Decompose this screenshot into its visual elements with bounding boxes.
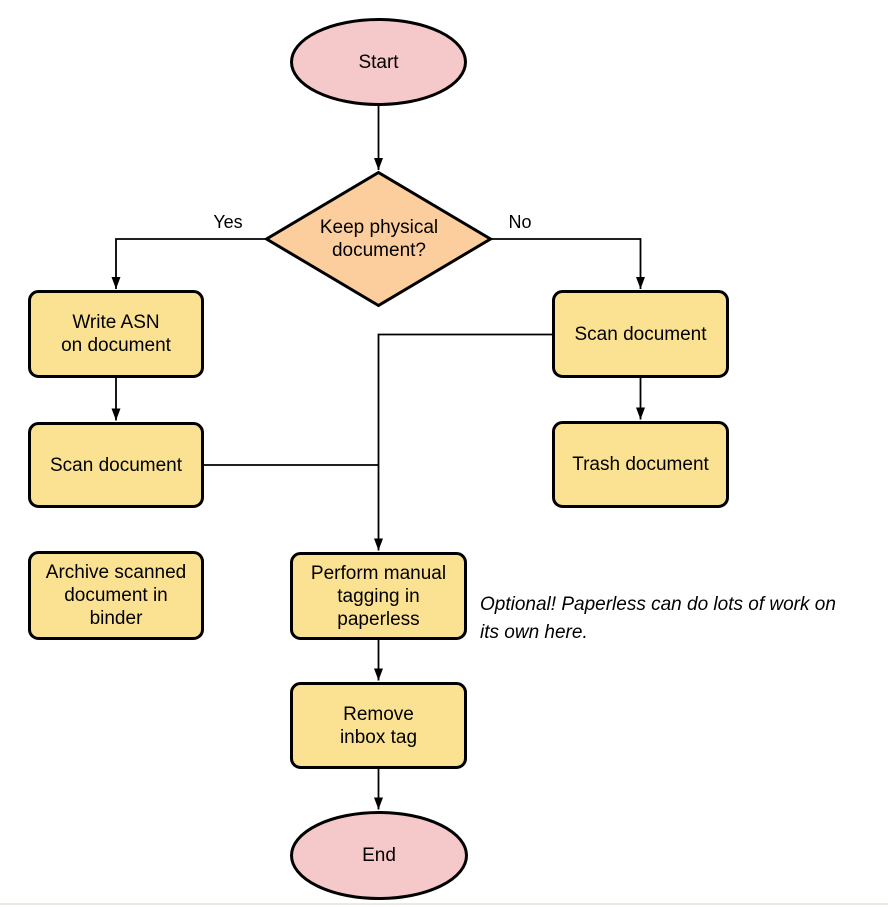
write-asn-label: Write ASN on document — [61, 312, 171, 356]
remove-inbox-label: Remove inbox tag — [339, 703, 418, 748]
trash-shape — [552, 421, 729, 508]
no-edge-label: No — [492, 209, 548, 235]
bottom-border-line — [0, 903, 888, 905]
edge-decision-yes-to-write-asn — [111, 238, 267, 289]
start-label: Start — [358, 51, 399, 73]
tagging-label: Perform manual tagging in paperless — [310, 562, 447, 630]
tagging-shape — [290, 552, 467, 640]
decision-label: Keep physical document? — [319, 217, 439, 261]
trash-label: Trash document — [572, 454, 709, 475]
edge-scan-right-to-tagging — [374, 333, 552, 551]
scan-right-label: Scan document — [574, 323, 707, 345]
archive-label: Archive scanned document in binder — [45, 562, 187, 629]
remove-inbox-shape — [290, 682, 467, 769]
archive-shape — [28, 551, 204, 640]
scan-right-shape — [552, 290, 729, 378]
write-asn-shape — [28, 290, 204, 378]
scan-left-label: Scan document — [49, 454, 183, 476]
optional-note: Optional! Paperless can do lots of work … — [480, 594, 836, 643]
end-terminator-shape — [290, 811, 468, 900]
edge-decision-no-to-scan-right — [490, 238, 645, 289]
start-terminator-shape — [290, 18, 467, 106]
yes-edge-label: Yes — [198, 209, 258, 235]
decision-diamond-shape — [263, 170, 494, 308]
scan-left-shape — [28, 422, 204, 508]
end-label: End — [362, 845, 396, 866]
